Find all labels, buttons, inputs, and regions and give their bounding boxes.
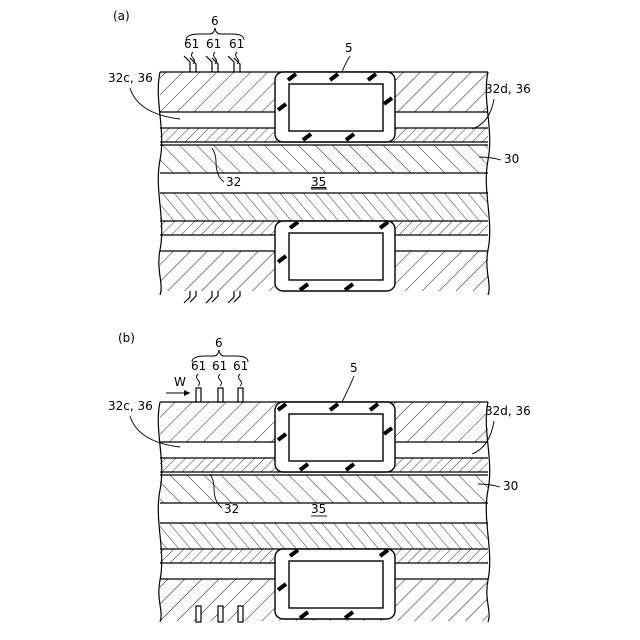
panel-b-label-61-1: 61: [191, 359, 206, 373]
panel-a-label-5: 5: [345, 41, 353, 55]
panel-a-label-32: 32: [226, 175, 241, 189]
panel-b-label-32d: 32d, 36: [485, 404, 531, 418]
panel-b-lower-plate: [160, 523, 488, 549]
panel-b-fins-top: [196, 388, 243, 402]
panel-a-label-32d: 32d, 36: [485, 82, 531, 96]
panel-a-label-61-1: 61: [184, 37, 199, 51]
panel-a-label-32c: 32c, 36: [108, 71, 153, 85]
panel-b-arrow-w: [166, 390, 190, 396]
panel-b-leader-5: [342, 376, 354, 402]
panel-a-label-61-2: 61: [206, 37, 221, 51]
panel-b-seal-upper: [275, 402, 395, 472]
panel-b: (b): [108, 331, 531, 622]
panel-a-label-35: 35: [311, 175, 326, 189]
panel-a-label-61-3: 61: [229, 37, 244, 51]
panel-b-label-6: 6: [215, 336, 223, 350]
panel-a-label-30: 30: [504, 152, 519, 166]
panel-b-plate-30: [160, 475, 488, 503]
panel-b-label-61-2: 61: [212, 359, 227, 373]
panel-b-label-35: 35: [311, 502, 326, 516]
panel-b-label-32c: 32c, 36: [108, 399, 153, 413]
panel-b-label-5: 5: [350, 361, 358, 375]
panel-a-plate-30: [160, 145, 488, 173]
panel-a: (a): [108, 9, 531, 303]
panel-a-lower-plate: [160, 193, 488, 221]
panel-a-fin-leaders: [192, 52, 239, 64]
panel-a-fins-top: [184, 56, 240, 72]
panel-a-seal-lower: [275, 221, 395, 291]
panel-b-label-32: 32: [224, 502, 239, 516]
panel-a-tag: (a): [113, 9, 130, 23]
panel-b-label-w: W: [174, 375, 186, 389]
panel-b-fin-leaders: [197, 374, 242, 386]
panel-b-label-30: 30: [503, 479, 518, 493]
panel-b-seal-lower: [275, 549, 395, 619]
panel-b-label-61-3: 61: [233, 359, 248, 373]
panel-a-leader-5: [342, 56, 350, 72]
panel-b-tag: (b): [118, 331, 135, 345]
panel-a-label-6: 6: [211, 14, 219, 28]
panel-a-fins-bottom: [184, 291, 240, 303]
panel-a-seal-upper: [275, 72, 395, 142]
